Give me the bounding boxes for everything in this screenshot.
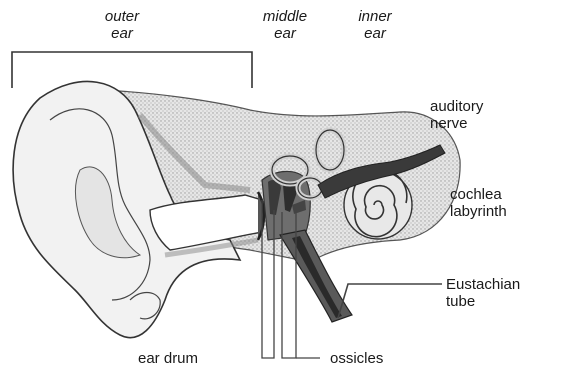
outer-ear-label: outer ear [98,8,146,42]
cochlea-labyrinth-label: cochlea labyrinth [450,186,507,220]
ossicles-label: ossicles [330,350,383,367]
ear-drum-label: ear drum [138,350,198,367]
eustachian-tube-label: Eustachian tube [446,276,520,310]
outer-ear-bracket [12,52,252,88]
inner-ear-label: inner ear [350,8,400,42]
middle-ear-label: middle ear [250,8,320,42]
auditory-nerve-label: auditory nerve [430,98,483,132]
